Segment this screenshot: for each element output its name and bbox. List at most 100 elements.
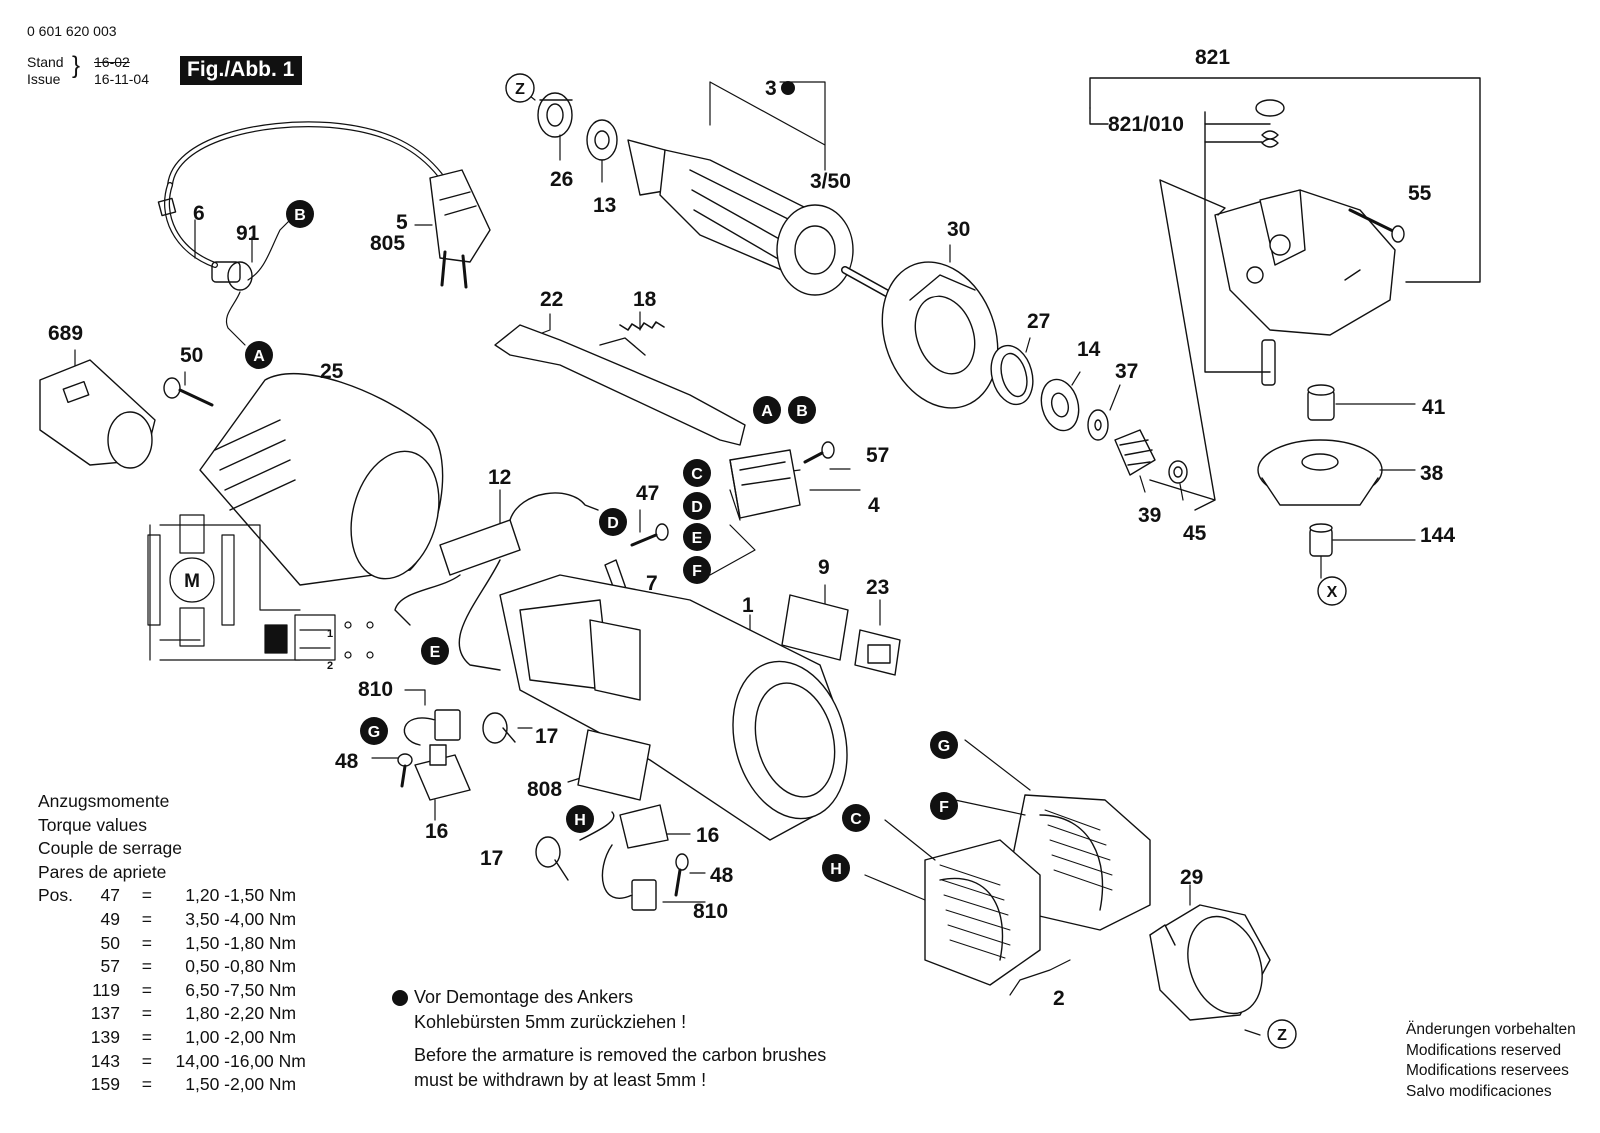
carbon-brush-810b <box>601 844 657 911</box>
torque-min: 6,50 - <box>185 979 230 1000</box>
svg-text:Z: Z <box>515 81 525 98</box>
figure-label: Fig./Abb. 1 <box>180 56 303 85</box>
torque-row: 57=0,50 -0,80 Nm <box>38 955 297 979</box>
callout-91: 91 <box>236 222 260 245</box>
motor-housing-1 <box>499 574 848 841</box>
callout-16-a: 16 <box>425 820 448 843</box>
label-808 <box>577 729 651 801</box>
torque-max: 1,50 Nm <box>230 885 297 906</box>
switch-button-23 <box>854 629 901 676</box>
svg-text:M: M <box>184 571 200 592</box>
callout-821-010: 821/010 <box>1108 113 1184 136</box>
label-plate-9 <box>781 594 849 661</box>
svg-text:B: B <box>796 403 808 420</box>
callout-41: 41 <box>1422 396 1446 419</box>
issue-date: 16-11-04 <box>94 71 150 87</box>
torque-min: 1,80 - <box>185 1003 230 1024</box>
switch-terminal-labels: 1 2 <box>327 628 333 672</box>
gear-housing <box>1214 99 1396 386</box>
stand-date-struck: 16-02 <box>94 54 130 70</box>
torque-max: 2,00 Nm <box>230 1074 297 1095</box>
marker-F-coil: F <box>930 792 958 820</box>
washer-37 <box>1087 409 1109 441</box>
screw-48b <box>674 853 689 897</box>
torque-max: 2,20 Nm <box>230 1003 297 1024</box>
callout-13: 13 <box>593 194 616 217</box>
torque-max: 1,80 Nm <box>230 932 297 953</box>
torque-position: 137 <box>90 1003 120 1024</box>
torque-equals: = <box>141 1003 152 1024</box>
callout-48-a: 48 <box>335 750 359 773</box>
brace-glyph: } <box>72 52 81 79</box>
callout-29: 29 <box>1180 866 1203 889</box>
power-cord <box>157 121 443 346</box>
callout-55: 55 <box>1408 182 1432 205</box>
callout-57: 57 <box>866 444 889 467</box>
callout-1: 1 <box>742 594 754 617</box>
sleeve-41 <box>1307 384 1335 421</box>
note-line-4: must be withdrawn by at least 5mm ! <box>414 1070 707 1090</box>
svg-text:C: C <box>850 811 862 828</box>
callout-810-a: 810 <box>358 678 393 701</box>
stand-issue-dates: 16-02 16-11-04 <box>94 54 149 88</box>
callout-12: 12 <box>488 466 511 489</box>
plug <box>429 169 491 289</box>
marker-A-cord: A <box>245 341 273 369</box>
callout-16-b: 16 <box>696 824 719 847</box>
bearing-ring-26 <box>537 92 573 138</box>
note-line-1: Vor Demontage des Ankers <box>414 987 634 1007</box>
callout-38: 38 <box>1420 462 1444 485</box>
pinion-39 <box>1114 429 1156 476</box>
svg-text:H: H <box>574 812 586 829</box>
screw-48a <box>397 753 413 788</box>
svg-text:Z: Z <box>1277 1027 1287 1044</box>
modifications-notice: Änderungen vorbehalten Modifications res… <box>1406 1020 1576 1102</box>
note-line-2: Kohlebürsten 5mm zurückziehen ! <box>414 1012 687 1032</box>
marker-Z-top: Z <box>505 73 535 103</box>
svg-text:B: B <box>294 207 306 224</box>
modifications-de: Änderungen vorbehalten <box>1406 1021 1576 1038</box>
torque-table: Anzugsmomente Torque values Couple de se… <box>38 790 306 1097</box>
torque-pos-label: Pos. <box>38 885 74 906</box>
svg-text:F: F <box>692 563 702 580</box>
carbon-brush-810a <box>403 709 461 746</box>
marker-E-suppressor: E <box>421 637 449 665</box>
svg-text:F: F <box>939 799 949 816</box>
sleeve-144 <box>1309 523 1333 557</box>
callout-26: 26 <box>550 168 573 191</box>
svg-text:E: E <box>430 644 441 661</box>
torque-max: 7,50 Nm <box>230 979 297 1000</box>
callout-2: 2 <box>1053 987 1065 1010</box>
callout-9: 9 <box>818 556 830 579</box>
callout-805: 805 <box>370 232 405 255</box>
nut-45 <box>1168 460 1188 484</box>
callout-45: 45 <box>1183 522 1207 545</box>
callout-23: 23 <box>866 576 889 599</box>
callout-50: 50 <box>180 344 203 367</box>
marker-C-switch: C <box>683 459 711 487</box>
marker-B-cord: B <box>286 200 314 228</box>
callout-22: 22 <box>540 288 563 311</box>
callout-14: 14 <box>1077 338 1101 361</box>
svg-text:1: 1 <box>327 628 333 640</box>
lever-22 <box>494 324 746 446</box>
torque-min: 14,00 - <box>175 1050 230 1071</box>
callout-6: 6 <box>193 202 205 225</box>
switch-block-4 <box>729 449 801 519</box>
callout-821: 821 <box>1195 46 1230 69</box>
torque-position: 50 <box>100 932 120 953</box>
callout-37: 37 <box>1115 360 1138 383</box>
fan-baffle <box>881 261 999 409</box>
marker-Z-bottom: Z <box>1267 1019 1297 1049</box>
torque-position: 47 <box>100 885 120 906</box>
torque-equals: = <box>141 1050 152 1071</box>
bearing-14 <box>1040 378 1080 432</box>
note-bullet <box>392 990 408 1006</box>
callout-3: 3 <box>765 77 777 100</box>
modifications-es: Salvo modificaciones <box>1406 1082 1552 1100</box>
marker-B-switch: B <box>788 396 816 424</box>
torque-equals: = <box>141 1026 152 1047</box>
armature <box>627 139 894 299</box>
